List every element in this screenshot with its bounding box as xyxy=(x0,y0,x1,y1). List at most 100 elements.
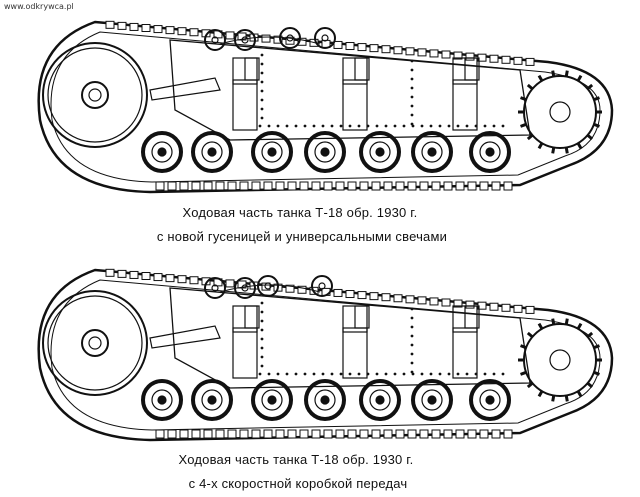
roller-bracket xyxy=(219,284,321,293)
track-link xyxy=(285,284,295,293)
rivet xyxy=(492,124,496,128)
rivet xyxy=(260,80,264,84)
rivet xyxy=(312,124,316,128)
rivet xyxy=(258,372,262,376)
road-wheel-hub xyxy=(485,147,495,157)
caption-2-line-2: с 4-х скоростной коробкой передач xyxy=(188,476,408,491)
track-link xyxy=(323,429,333,439)
track-link xyxy=(479,181,489,191)
track-link xyxy=(453,299,463,308)
track-link xyxy=(287,181,297,191)
track-link xyxy=(203,181,213,191)
track-link xyxy=(105,20,115,29)
track-link xyxy=(347,181,357,191)
road-wheel xyxy=(359,379,401,421)
watermark-text: www.odkrywca.pl xyxy=(4,2,74,11)
road-wheel-hub xyxy=(207,395,217,405)
spring-top-cap xyxy=(342,305,368,333)
return-rollers xyxy=(204,275,333,299)
track-link xyxy=(155,429,165,439)
track-link xyxy=(227,181,237,191)
road-wheel-disc xyxy=(201,141,223,163)
track-link xyxy=(357,291,367,300)
track-link xyxy=(501,55,511,64)
rivet xyxy=(429,372,433,376)
track-link xyxy=(177,275,187,284)
sprocket-tooth xyxy=(551,318,556,325)
sprocket-tooth xyxy=(564,395,569,402)
track-outline xyxy=(37,268,614,442)
rivet xyxy=(330,372,334,376)
road-wheel xyxy=(469,379,511,421)
road-wheel-hub xyxy=(427,147,437,157)
sprocket-tooth xyxy=(551,70,556,77)
track-link xyxy=(489,302,499,311)
rivet xyxy=(456,124,460,128)
sprocket-tooth xyxy=(593,370,600,376)
idler-arm xyxy=(149,325,221,349)
rivet xyxy=(483,124,487,128)
rivet xyxy=(410,86,414,90)
track-link xyxy=(333,40,343,49)
sprocket-tooth xyxy=(520,122,527,128)
track-link xyxy=(525,57,535,66)
track-link xyxy=(275,181,285,191)
road-wheel xyxy=(469,131,511,173)
tank-running-gear-drawing-2 xyxy=(37,268,614,442)
rivet xyxy=(410,370,414,374)
track-link xyxy=(489,54,499,63)
sprocket-tooth xyxy=(576,74,583,82)
road-wheel xyxy=(191,131,233,173)
rivet xyxy=(260,71,264,75)
rivet xyxy=(410,68,414,72)
road-wheel-hub xyxy=(157,395,167,405)
road-wheel xyxy=(359,131,401,173)
rivet xyxy=(348,124,352,128)
rivet xyxy=(429,124,433,128)
track-link xyxy=(225,31,235,40)
track-link xyxy=(155,181,165,191)
track-link xyxy=(311,429,321,439)
sprocket-rim xyxy=(523,323,597,397)
sprocket-tooth xyxy=(526,381,534,389)
rivet xyxy=(447,124,451,128)
rivet xyxy=(260,98,264,102)
track-link xyxy=(165,26,175,35)
track-link xyxy=(335,181,345,191)
track-link xyxy=(227,429,237,439)
hull-body xyxy=(169,287,531,389)
rivet xyxy=(276,124,280,128)
track-link xyxy=(417,48,427,57)
road-wheel xyxy=(251,131,293,173)
rivet xyxy=(267,372,271,376)
track-link xyxy=(263,181,273,191)
spring-housing xyxy=(342,79,368,131)
track-link xyxy=(441,50,451,59)
track-link xyxy=(453,51,463,60)
track-link xyxy=(167,181,177,191)
sprocket-tooth xyxy=(526,331,534,339)
spring-top-cap xyxy=(452,57,478,85)
track-link xyxy=(311,181,321,191)
rivet xyxy=(410,334,414,338)
road-wheel-disc xyxy=(314,141,336,163)
track-link xyxy=(239,181,249,191)
sprocket-tooth xyxy=(576,142,583,150)
track-link xyxy=(443,181,453,191)
track-link xyxy=(395,181,405,191)
rivet xyxy=(410,307,414,311)
track-link xyxy=(441,298,451,307)
tank-outline xyxy=(37,20,614,194)
road-wheel xyxy=(304,131,346,173)
sprocket-tooth xyxy=(586,331,594,339)
rivet xyxy=(375,124,379,128)
return-roller xyxy=(311,275,333,297)
track-link xyxy=(215,429,225,439)
road-wheel xyxy=(304,379,346,421)
track-link xyxy=(333,288,343,297)
track-link xyxy=(287,429,297,439)
track-link xyxy=(225,279,235,288)
track-link xyxy=(381,45,391,54)
return-roller xyxy=(314,27,336,49)
road-wheel-hub xyxy=(375,395,385,405)
